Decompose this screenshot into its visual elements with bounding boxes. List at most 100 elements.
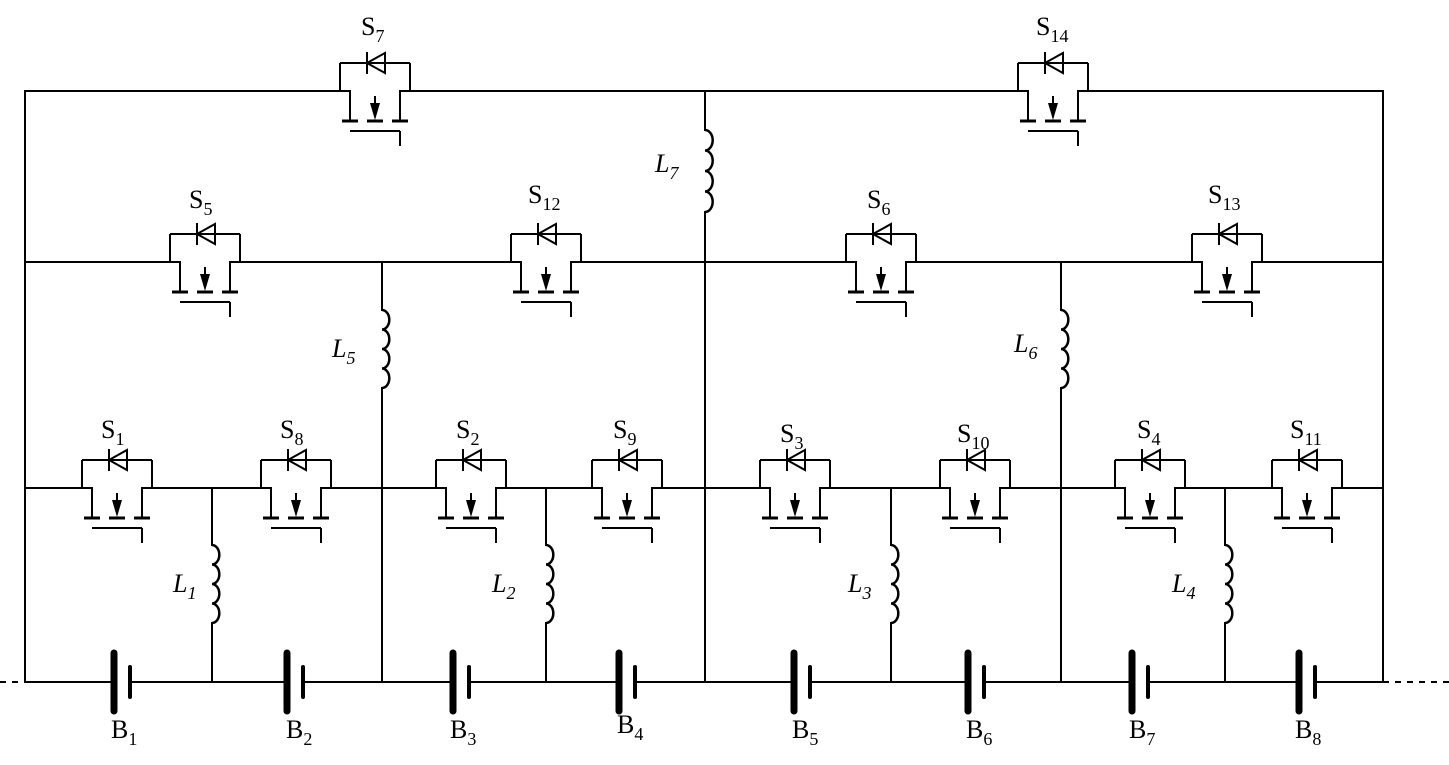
coil [1224, 543, 1234, 625]
s14-mosfet-switch [1017, 51, 1089, 146]
b1-label-letter: B [111, 715, 128, 744]
s1-label-subscript: 1 [115, 429, 124, 449]
arrow-icon [1145, 500, 1155, 517]
diode-icon [1216, 222, 1238, 246]
b1-label-subscript: 1 [128, 729, 137, 749]
s10-label-letter: S [957, 419, 971, 448]
s7-label-subscript: 7 [375, 26, 384, 46]
arrow-icon [370, 103, 380, 120]
arrow-icon [291, 500, 301, 517]
s4-label: S4 [1137, 415, 1160, 449]
arrow-icon [1222, 274, 1232, 291]
s1-label-letter: S [101, 415, 115, 444]
s4-label-letter: S [1137, 415, 1151, 444]
s11-label-letter: S [1290, 415, 1304, 444]
arrow-icon [876, 274, 886, 291]
b6-label: B6 [966, 715, 992, 749]
coil [890, 543, 900, 625]
b7-label: B7 [1129, 715, 1155, 749]
b3-label: B3 [450, 715, 476, 749]
b8-label: B8 [1295, 715, 1321, 749]
l5-label-letter: L [331, 334, 346, 363]
s12-mosfet-switch [510, 222, 582, 317]
l4-label: L4 [1171, 569, 1195, 603]
s11-mosfet-switch [1271, 448, 1343, 543]
s11-label-subscript: 11 [1304, 429, 1321, 449]
b6-battery-cell [964, 649, 986, 715]
l5-label: L5 [331, 334, 355, 368]
s11-label: S11 [1290, 415, 1322, 449]
diode-icon [1139, 448, 1161, 472]
s5-label-letter: S [189, 185, 203, 214]
s9-label: S9 [613, 415, 636, 449]
arrow-icon [466, 500, 476, 517]
s2-label-letter: S [456, 415, 470, 444]
diode-icon [1042, 51, 1064, 75]
coil [381, 308, 391, 390]
b4-label-subscript: 4 [634, 724, 643, 744]
s2-label: S2 [456, 415, 479, 449]
circuit-wires [0, 89, 1449, 684]
l7-inductor [704, 128, 714, 214]
b5-label-subscript: 5 [809, 729, 818, 749]
s10-mosfet-switch [939, 448, 1011, 543]
arrow-icon [200, 274, 210, 291]
diode-icon [616, 448, 638, 472]
l3-inductor [890, 543, 900, 625]
s6-mosfet-switch [845, 222, 917, 317]
diode-icon [870, 222, 892, 246]
s7-mosfet-switch [339, 51, 411, 146]
s13-mosfet-switch [1191, 222, 1263, 317]
s2-label-subscript: 2 [470, 429, 479, 449]
l6-label-subscript: 6 [1028, 343, 1037, 363]
s2-mosfet-switch [435, 448, 507, 543]
s9-mosfet-switch [591, 448, 663, 543]
l7-label: L7 [654, 149, 679, 183]
l2-label-letter: L [491, 569, 506, 598]
b2-label-letter: B [286, 715, 303, 744]
coil [1060, 308, 1070, 390]
b6-label-subscript: 6 [983, 729, 992, 749]
diode-icon [106, 448, 128, 472]
b4-label-letter: B [617, 710, 634, 739]
diode-icon [535, 222, 557, 246]
s3-label-letter: S [780, 419, 794, 448]
s1-mosfet-switch [81, 448, 153, 543]
l2-label: L2 [491, 569, 515, 603]
diode-icon [784, 448, 806, 472]
s9-label-letter: S [613, 415, 627, 444]
s6-label-subscript: 6 [881, 199, 890, 219]
s8-label-letter: S [280, 415, 294, 444]
l7-label-letter: L [654, 149, 669, 178]
l1-label-subscript: 1 [187, 583, 196, 603]
arrow-icon [622, 500, 632, 517]
s4-mosfet-switch [1114, 448, 1186, 543]
b6-label-letter: B [966, 715, 983, 744]
l4-label-letter: L [1171, 569, 1186, 598]
l2-inductor [545, 543, 555, 625]
l4-label-subscript: 4 [1186, 583, 1195, 603]
s13-label-subscript: 13 [1222, 194, 1240, 214]
s13-label: S13 [1208, 180, 1240, 214]
b2-battery-cell [283, 649, 305, 715]
b5-label-letter: B [792, 715, 809, 744]
s10-label: S10 [957, 419, 989, 453]
s5-label: S5 [189, 185, 212, 219]
arrow-icon [541, 274, 551, 291]
l4-inductor [1224, 543, 1234, 625]
s1-label: S1 [101, 415, 124, 449]
s3-label: S3 [780, 419, 803, 453]
l6-inductor [1060, 308, 1070, 390]
diode-icon [964, 448, 986, 472]
diode-icon [1296, 448, 1318, 472]
l3-label-letter: L [847, 569, 862, 598]
s3-label-subscript: 3 [794, 433, 803, 453]
s5-mosfet-switch [169, 222, 241, 317]
l5-inductor [381, 308, 391, 390]
diode-icon [460, 448, 482, 472]
s12-label-subscript: 12 [542, 194, 560, 214]
s14-label-subscript: 14 [1050, 26, 1068, 46]
b2-label: B2 [286, 715, 312, 749]
